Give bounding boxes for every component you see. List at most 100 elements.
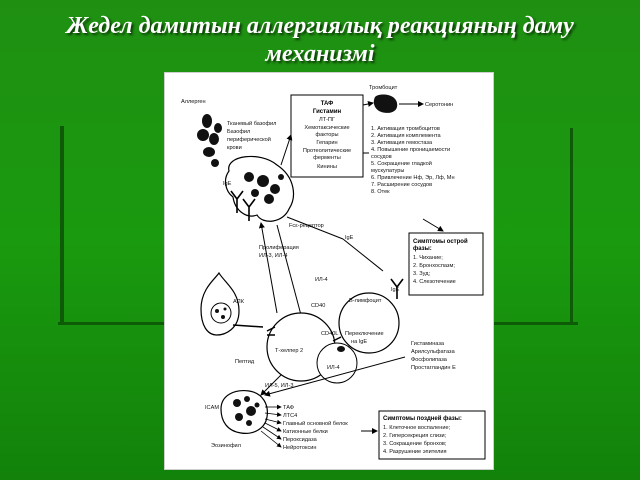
label-cd40: CD40: [311, 303, 325, 309]
arrow-th2-to-eosinophil: [260, 374, 282, 396]
acute-item-2: 3. Зуд;: [413, 271, 430, 277]
ige-right-shape: [390, 278, 404, 299]
label-peptide: Пептид: [235, 359, 255, 365]
label-cd40l: CD40L: [321, 331, 338, 337]
eos-product-4: Пероксидаза: [283, 437, 318, 443]
eos-product-5: Нейротоксин: [283, 444, 317, 451]
basophil-cell: [224, 155, 295, 222]
label-il4-a: ИЛ-4: [315, 277, 328, 283]
label-th2: Т-хелпер 2: [275, 348, 303, 354]
il4-granule: [337, 346, 345, 352]
title-line-2: механизмі: [265, 41, 375, 67]
late-title: Симптомы поздней фазы:: [383, 415, 462, 422]
shadow-bar-left: [60, 126, 64, 322]
acute-item-3: 4. Слезотечение: [413, 279, 456, 285]
effect-9: 8. Отек: [371, 189, 390, 195]
label-basophil-4: крови: [227, 145, 242, 151]
label-basophil-2: Базофил: [227, 129, 250, 135]
bcell: [338, 292, 400, 354]
eos-product-3: Катионные белки: [283, 429, 328, 435]
label-il4-b: ИЛ-4: [327, 365, 340, 371]
enzyme-0: Гистаминаза: [411, 341, 445, 347]
enzyme-2: Фосфолипаза: [411, 357, 448, 363]
mediator-2: ЛТ-ПГ: [319, 117, 335, 123]
ige-on-basophil: [230, 190, 256, 221]
diagram-panel: Аллерген Тканевый базофил Базофил перифе…: [164, 72, 494, 470]
acute-title-1: Симптомы острой: [413, 238, 468, 245]
enzyme-1: Арилсульфатаза: [411, 349, 456, 355]
platelet-cell: [373, 94, 398, 113]
mediator-7: ферменты: [313, 155, 340, 161]
late-item-3: 4. Разрушение эпителия: [383, 449, 447, 455]
label-platelet: Тромбоцит: [369, 85, 398, 91]
effect-7: 6. Привлечение Нф, Эр, Лф, Мн: [371, 175, 455, 181]
apc-nucleus: [210, 302, 232, 324]
apc-tcell-bond: [232, 324, 264, 328]
mediators-box: [290, 94, 364, 178]
mediator-0: ТАФ: [321, 101, 334, 107]
label-allergen: Аллерген: [181, 99, 206, 105]
effect-3: 4. Повышение проницаемости: [371, 147, 450, 153]
label-basophil-1: Тканевый базофил: [227, 120, 276, 127]
arrow-proliferation: [258, 222, 278, 314]
eos-product-2: Главный основной белок: [283, 420, 348, 427]
mediator-8: Кинины: [317, 164, 337, 170]
label-icam: ICAM: [205, 405, 219, 411]
acute-item-1: 2. Бронхоспазм;: [413, 263, 455, 269]
apc-granules: [215, 307, 227, 319]
late-phase-box: [378, 410, 486, 460]
arrow-to-acute: [422, 218, 444, 232]
label-ige-top: IgE: [223, 181, 232, 187]
acute-phase-box: [408, 232, 484, 296]
arrow-enzymes-to-eosinophil: [264, 356, 406, 397]
label-switch-2: на IgE: [351, 339, 367, 345]
mediator-1: Гистамин: [313, 109, 342, 115]
effect-6: мускулатуры: [371, 168, 404, 174]
effect-8: 7. Расширение сосудов: [371, 182, 432, 188]
late-item-0: 1. Клеточное воспаление;: [383, 425, 451, 431]
label-ige-mid: IgE: [345, 235, 354, 241]
label-eosinophil: Эозинофил: [211, 443, 241, 449]
enzyme-3: Простагландин Е: [411, 365, 456, 371]
effect-0: 1. Активация тромбоцитов: [371, 126, 440, 132]
slide-title: Жедел дамитын аллергиялық реакцияның дам…: [0, 12, 640, 68]
basophil-granules: [244, 172, 284, 204]
arrow-basophil-to-mediators: [280, 134, 293, 166]
label-proliferation-2: ИЛ-3, ИЛ-4: [259, 253, 287, 259]
arrow-to-platelet: [362, 101, 374, 107]
line-ige-to-bcell: [342, 238, 384, 272]
title-line-1: Жедел дамитын аллергиялық реакцияның дам…: [66, 13, 574, 39]
label-basophil-3: периферической: [227, 136, 271, 143]
mediator-4: факторы: [316, 132, 339, 138]
eos-product-arrows: [260, 404, 282, 448]
label-apk: АПК: [233, 299, 245, 305]
eosinophil-cell: [220, 390, 268, 434]
late-item-1: 2. Гиперсекреция слизи;: [383, 433, 447, 439]
mediator-5: Гепарин: [316, 140, 337, 146]
allergen-particles: [197, 114, 222, 167]
label-bcell: В-лимфоцит: [349, 298, 382, 304]
label-switch-1: Переключение: [345, 331, 384, 337]
shadow-bar-right: [570, 128, 573, 324]
mediator-3: Хемотаксические: [304, 125, 349, 131]
allergy-mechanism-diagram: Аллерген Тканевый базофил Базофил перифе…: [181, 85, 486, 460]
late-item-2: 3. Сокращение бронхов;: [383, 441, 447, 447]
eos-product-1: ЛТС4: [283, 413, 297, 419]
eosinophil-products: ТАФ ЛТС4 Главный основной белок Катионны…: [283, 405, 348, 451]
label-fc-receptor: Fcε-рецептор: [289, 223, 324, 229]
label-il5-il3: ИЛ-5, ИЛ-3: [265, 383, 293, 389]
line-fc-receptor: [286, 216, 344, 240]
eos-product-0: ТАФ: [283, 405, 294, 411]
effect-1: 2. Активация комплемента: [371, 133, 441, 139]
acute-title-2: фазы:: [413, 245, 432, 252]
label-ige-right: IgE: [391, 287, 400, 293]
label-proliferation-1: Пролиферация: [259, 245, 299, 251]
line-il4-a: [276, 224, 302, 316]
effect-2: 3. Активация гемостаза: [371, 140, 433, 146]
effects-list: 1. Активация тромбоцитов 2. Активация ко…: [371, 126, 455, 195]
mediator-6: Протеолитические: [303, 148, 351, 154]
eosinophil-granules: [233, 396, 260, 426]
effect-5: 5. Сокращение гладкой: [371, 160, 432, 167]
acute-item-0: 1. Чихание;: [413, 255, 443, 261]
label-serotonin: Серотонин: [425, 102, 453, 108]
